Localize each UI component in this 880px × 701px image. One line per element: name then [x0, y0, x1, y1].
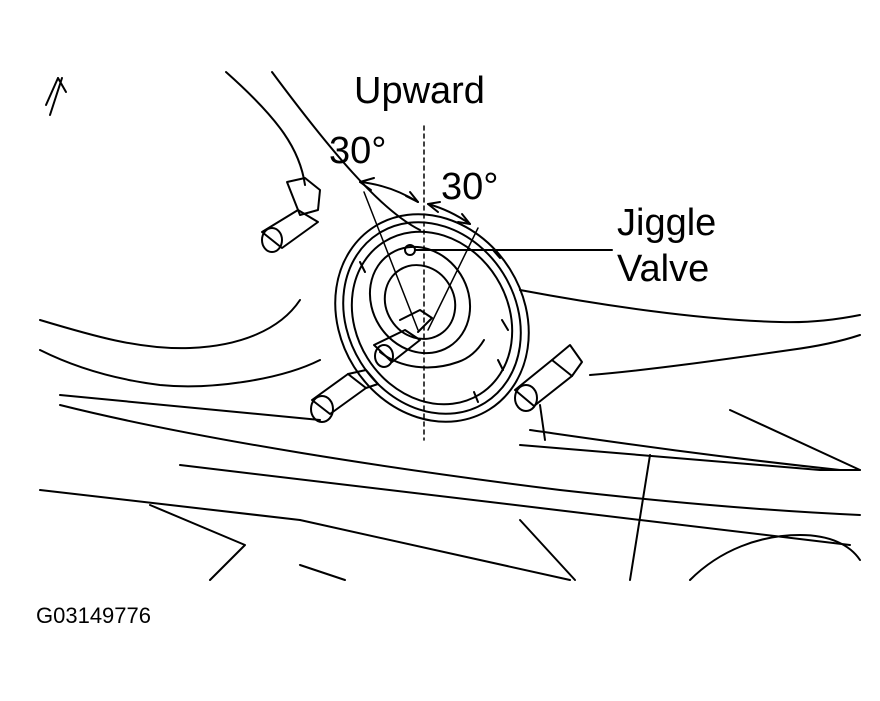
left-limit-line [363, 191, 419, 331]
figure-code: G03149776 [36, 603, 151, 628]
jiggle-valve-label-line2: Valve [617, 248, 710, 290]
angle-indicators [359, 125, 613, 441]
angle-left-label: 30° [329, 130, 387, 172]
engine-housing [39, 71, 861, 581]
right-limit-line [427, 227, 479, 331]
thermostat [334, 213, 530, 423]
right-arc-arrow [427, 203, 471, 225]
jiggle-valve-label-line1: Jiggle [617, 202, 717, 244]
angle-right-label: 30° [441, 166, 499, 208]
upward-label: Upward [354, 70, 485, 112]
jiggle-valve-label: Jiggle Valve [617, 200, 716, 292]
